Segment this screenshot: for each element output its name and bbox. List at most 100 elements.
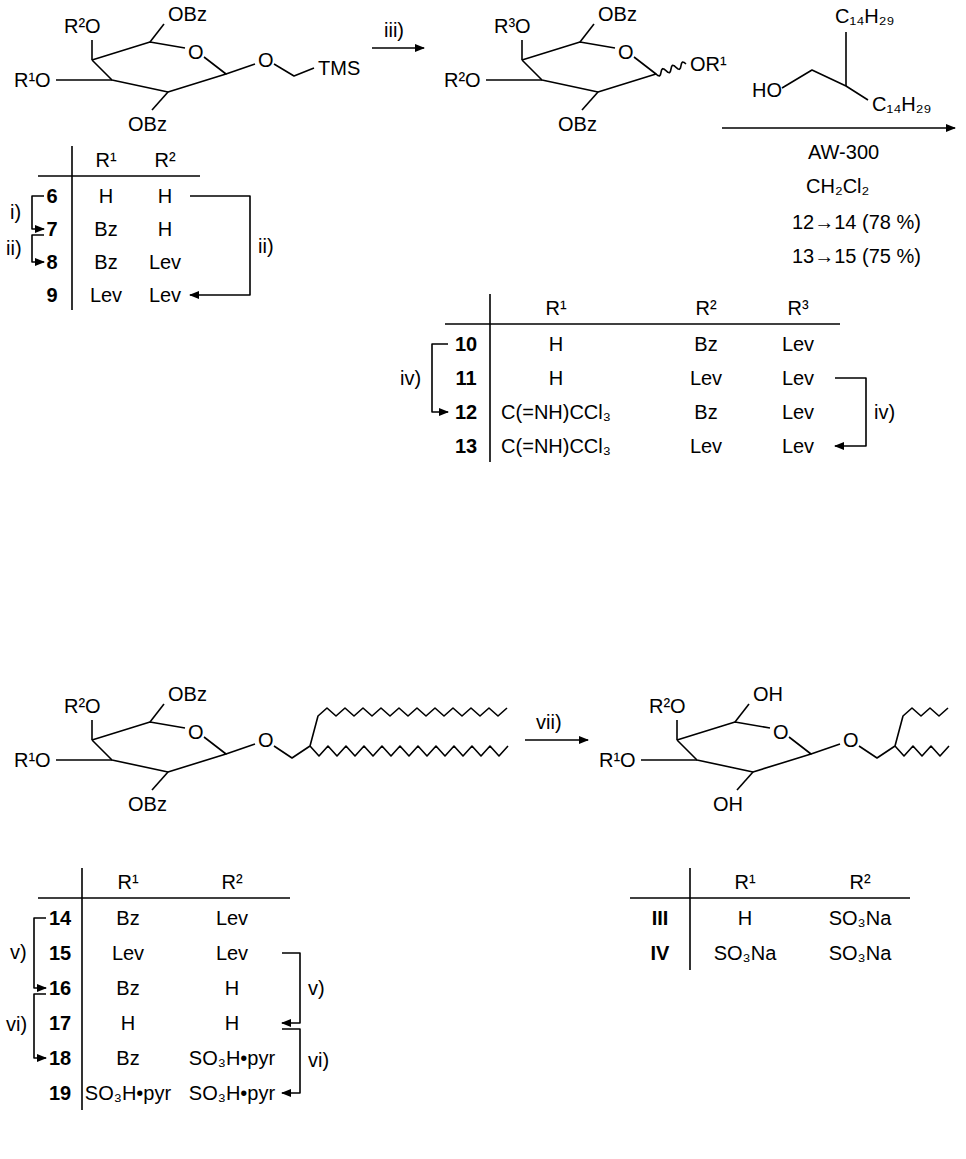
formula-label: SO₃Na bbox=[829, 941, 892, 965]
alkyl-chain bbox=[310, 708, 507, 746]
substituent-bond bbox=[91, 720, 93, 740]
step-label: vii) bbox=[536, 710, 562, 734]
step-label: ii) bbox=[258, 234, 274, 258]
formula-label: H bbox=[738, 906, 752, 930]
ring-bond bbox=[677, 722, 770, 740]
table-rule bbox=[71, 146, 73, 310]
compound-number: 16 bbox=[49, 976, 71, 1000]
reaction-arrow bbox=[372, 47, 424, 49]
substituent-bond bbox=[150, 24, 164, 42]
formula-label: Bz bbox=[694, 332, 717, 356]
formula-label: SO₃H•pyr bbox=[189, 1081, 275, 1105]
compound-number: 18 bbox=[49, 1046, 71, 1070]
formula-label: Bz bbox=[694, 400, 717, 424]
glycosidic-bond bbox=[226, 744, 255, 754]
ring-bond bbox=[522, 57, 656, 92]
wavy-bond bbox=[656, 62, 686, 76]
reaction-bracket bbox=[432, 344, 448, 412]
formula-label: C₁₄H₂₉ bbox=[872, 92, 932, 116]
ring-bond bbox=[522, 42, 615, 60]
formula-label: SO₃Na bbox=[714, 941, 777, 965]
formula-label: OBz bbox=[128, 792, 167, 816]
formula-label: OH bbox=[713, 792, 743, 816]
substituent-bond bbox=[56, 79, 112, 81]
formula-label: Lev bbox=[112, 941, 144, 965]
formula-label: Bz bbox=[94, 217, 117, 241]
step-label: iii) bbox=[384, 18, 404, 42]
alkyl-chain bbox=[310, 746, 508, 756]
formula-label: SO₃H•pyr bbox=[85, 1081, 171, 1105]
formula-label: OR¹ bbox=[690, 52, 727, 76]
formula-label: C₁₄H₂₉ bbox=[835, 4, 895, 28]
substituent-bond bbox=[580, 24, 594, 42]
formula-label: OBz bbox=[128, 112, 167, 136]
formula-label: Lev bbox=[149, 283, 181, 307]
alkyl-chain bbox=[895, 746, 949, 756]
formula-label: H bbox=[549, 332, 563, 356]
formula-label: Bz bbox=[116, 906, 139, 930]
ring-bond bbox=[92, 57, 226, 92]
table-rule bbox=[489, 294, 491, 462]
step-label: vi) bbox=[6, 1012, 27, 1036]
compound-number: 19 bbox=[49, 1081, 71, 1105]
formula-label: OBz bbox=[168, 2, 207, 26]
compound-number: 11 bbox=[455, 366, 476, 390]
formula-label: Lev bbox=[782, 366, 814, 390]
compound-number: 10 bbox=[455, 332, 477, 356]
reaction-arrow bbox=[722, 127, 955, 129]
formula-label: R¹ bbox=[117, 870, 138, 894]
alkyl-chain bbox=[895, 708, 948, 746]
compound-number: 9 bbox=[46, 283, 57, 307]
compound-number: IV bbox=[651, 941, 670, 965]
compound-number: 15 bbox=[49, 941, 71, 965]
formula-label: Lev bbox=[216, 941, 248, 965]
formula-label: H bbox=[99, 184, 113, 208]
reaction-bracket bbox=[190, 196, 250, 295]
formula-label: Bz bbox=[116, 1046, 139, 1070]
compound-number: 8 bbox=[46, 250, 57, 274]
alcohol-bond bbox=[845, 32, 847, 86]
ring-bond bbox=[92, 42, 185, 60]
table-rule bbox=[630, 897, 910, 899]
table-rule bbox=[38, 897, 290, 899]
reaction-bracket bbox=[835, 378, 866, 446]
alkyl-chain bbox=[859, 746, 895, 758]
formula-label: H bbox=[121, 1011, 135, 1035]
formula-label: Bz bbox=[94, 250, 117, 274]
formula-label: R²O bbox=[64, 14, 101, 38]
glycosidic-bond bbox=[811, 744, 840, 754]
compound-number: 6 bbox=[46, 184, 57, 208]
table-rule bbox=[689, 868, 691, 970]
step-label: v) bbox=[10, 940, 27, 964]
reaction-arrow bbox=[525, 739, 588, 741]
formula-label: R³O bbox=[494, 14, 531, 38]
substituent-bond bbox=[56, 759, 112, 761]
formula-label: R²O bbox=[64, 694, 101, 718]
ring-bond bbox=[92, 722, 185, 740]
table-rule bbox=[38, 175, 200, 177]
alkyl-chain bbox=[274, 746, 310, 758]
formula-label: R¹ bbox=[545, 296, 566, 320]
step-label: v) bbox=[308, 976, 325, 1000]
formula-label: R²O bbox=[649, 694, 686, 718]
formula-label: CH₂Cl₂ bbox=[806, 174, 869, 198]
formula-label: Lev bbox=[782, 332, 814, 356]
substituent-bond bbox=[521, 40, 523, 60]
formula-label: R¹O bbox=[14, 68, 51, 92]
compound-number: 17 bbox=[49, 1011, 71, 1035]
table-rule bbox=[445, 323, 840, 325]
formula-label: H bbox=[225, 1011, 239, 1035]
formula-label: H bbox=[158, 217, 172, 241]
formula-label: O bbox=[843, 728, 859, 752]
formula-label: R¹ bbox=[95, 148, 116, 172]
formula-label: Lev bbox=[690, 366, 722, 390]
formula-label: O bbox=[258, 728, 274, 752]
formula-label: H bbox=[225, 976, 239, 1000]
formula-label: R³ bbox=[787, 296, 808, 320]
reaction-bracket bbox=[34, 994, 46, 1058]
formula-label: R² bbox=[221, 870, 242, 894]
substituent-bond bbox=[152, 772, 168, 790]
formula-label: 13→15 (75 %) bbox=[792, 244, 921, 268]
compound-number: 7 bbox=[46, 217, 57, 241]
